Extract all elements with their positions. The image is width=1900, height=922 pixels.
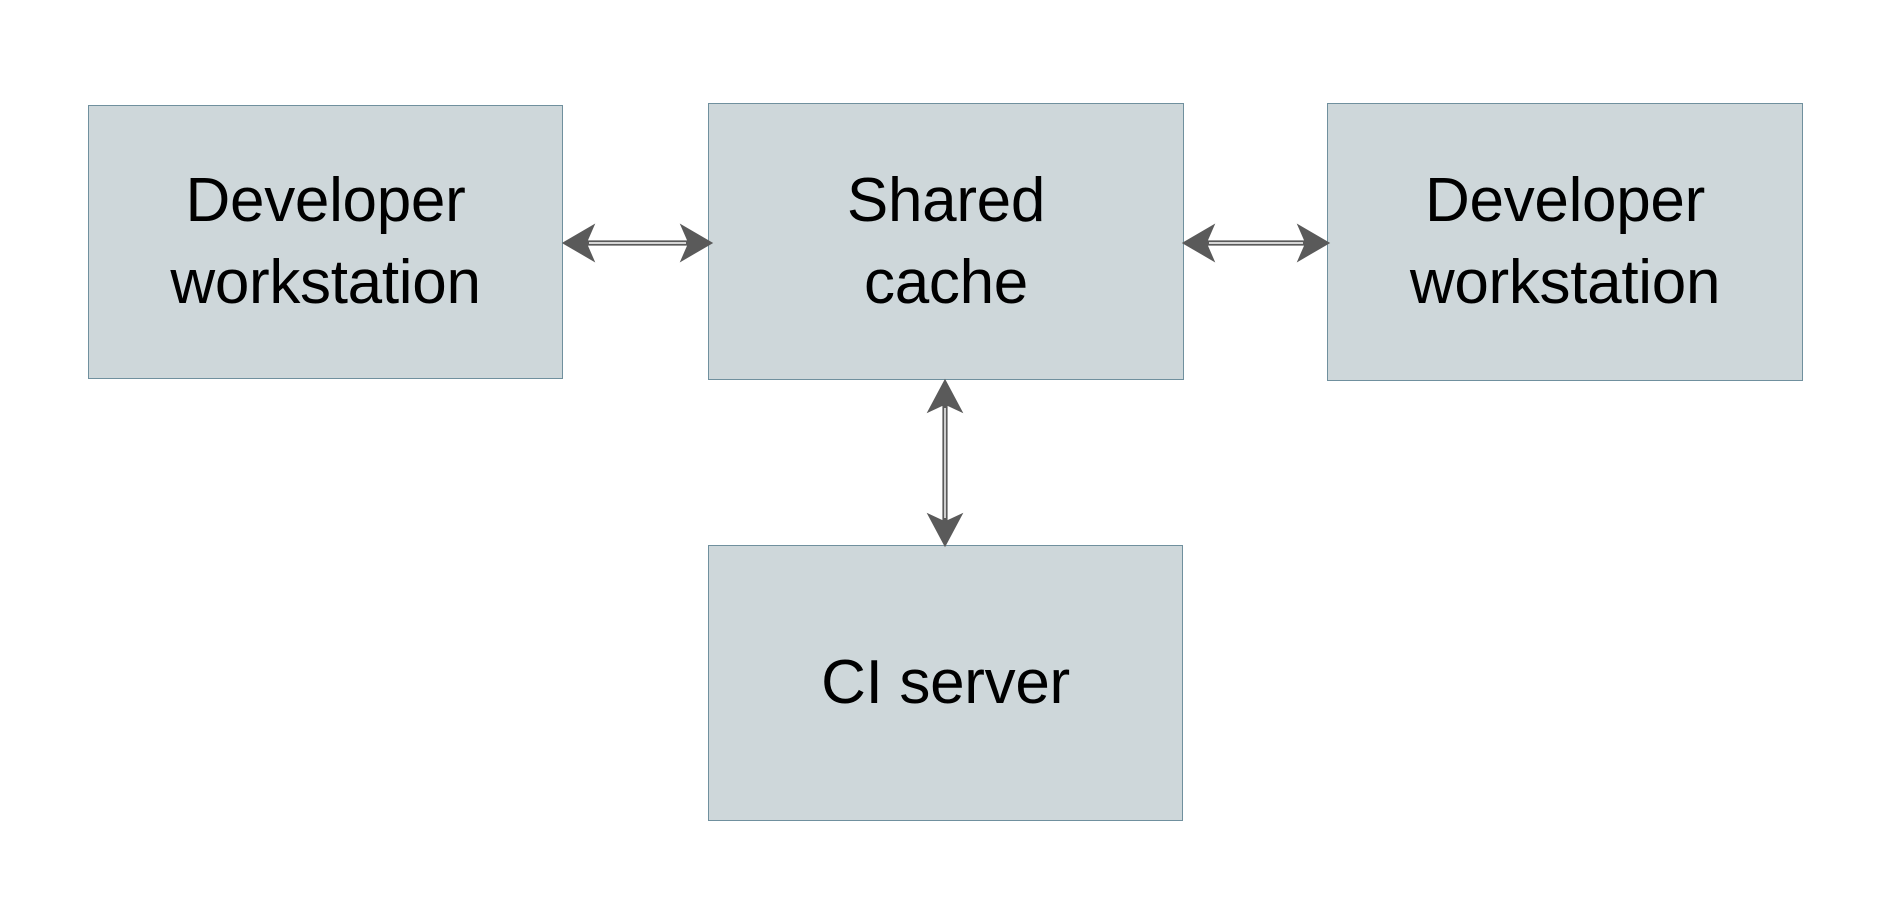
edge-shared-cache-to-ci-server[interactable]	[915, 376, 975, 550]
node-label: Developer workstation	[1409, 166, 1721, 317]
node-ci-server[interactable]: CI server	[708, 545, 1183, 821]
double-arrow-icon	[926, 378, 964, 548]
double-arrow-icon	[1181, 223, 1331, 263]
edge-developer-workstation-left-to-shared-cache[interactable]	[560, 215, 715, 271]
node-developer-workstation-right[interactable]: Developer workstation	[1327, 103, 1803, 381]
node-label: CI server	[821, 648, 1070, 718]
node-developer-workstation-left[interactable]: Developer workstation	[88, 105, 563, 379]
node-label: Shared cache	[846, 165, 1046, 317]
double-arrow-icon	[561, 223, 714, 263]
node-label: Developer workstation	[170, 166, 481, 317]
node-shared-cache[interactable]: Shared cache	[708, 103, 1184, 380]
edge-shared-cache-to-developer-workstation-right[interactable]	[1180, 215, 1332, 271]
